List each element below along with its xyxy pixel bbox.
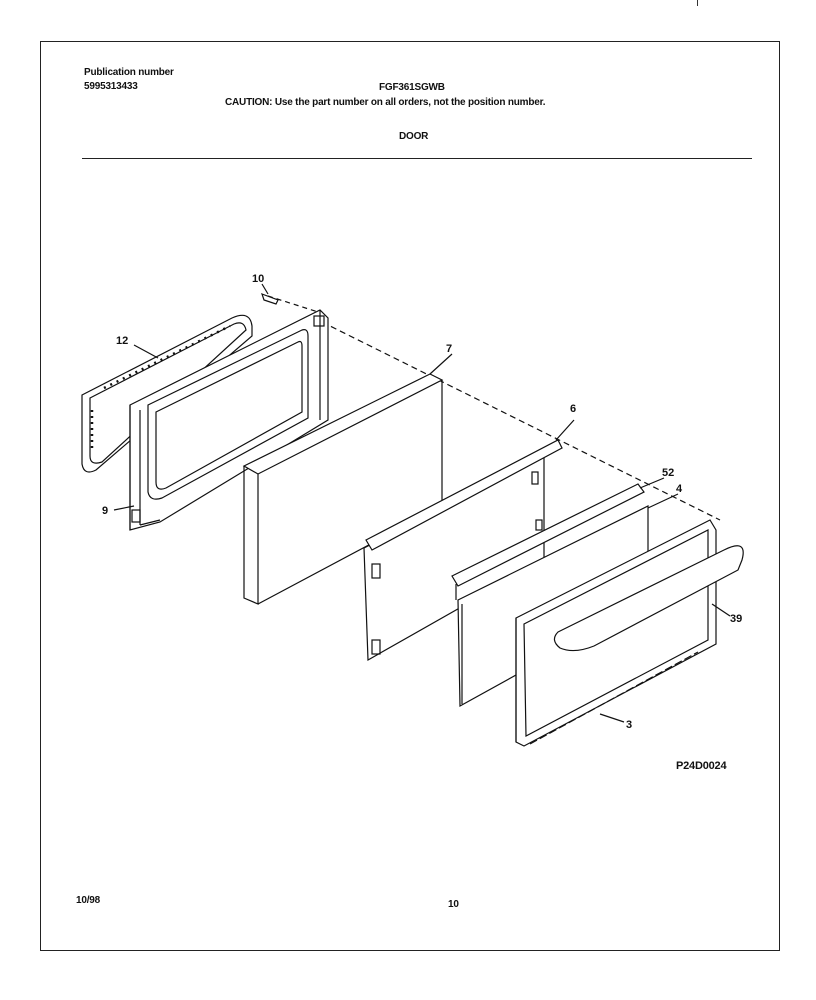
callout-7: 7 xyxy=(446,343,452,355)
callout-12: 12 xyxy=(116,335,128,347)
page-number: 10 xyxy=(448,899,459,910)
clip-part xyxy=(261,292,279,305)
footer-date: 10/98 xyxy=(76,895,101,906)
caution-note: CAUTION: Use the part number on all orde… xyxy=(225,97,546,108)
callout-4: 4 xyxy=(676,483,683,495)
door-liner-panel xyxy=(363,439,563,662)
model-number: FGF361SGWB xyxy=(379,82,445,93)
door-exploded-diagram: 10 12 7 6 52 4 9 39 3 xyxy=(81,273,744,747)
door-handle xyxy=(553,545,744,652)
outer-door-panel xyxy=(515,519,744,747)
callout-9: 9 xyxy=(102,505,108,517)
assembly-dashed-line xyxy=(321,321,721,521)
callout-6: 6 xyxy=(570,403,576,415)
header-rule xyxy=(82,158,752,159)
inner-door-frame xyxy=(129,309,329,531)
callout-10: 10 xyxy=(252,273,264,285)
channel-strip xyxy=(451,483,645,587)
diagram-part-code: P24D0024 xyxy=(676,760,727,772)
page-frame xyxy=(40,41,780,951)
callout-52: 52 xyxy=(662,467,674,479)
publication-number: 5995313433 xyxy=(84,81,138,92)
corner-tick-mark xyxy=(697,0,698,6)
publication-label: Publication number xyxy=(84,67,174,78)
callout-3: 3 xyxy=(626,719,632,731)
callout-39: 39 xyxy=(730,613,742,625)
section-title: DOOR xyxy=(399,131,429,142)
